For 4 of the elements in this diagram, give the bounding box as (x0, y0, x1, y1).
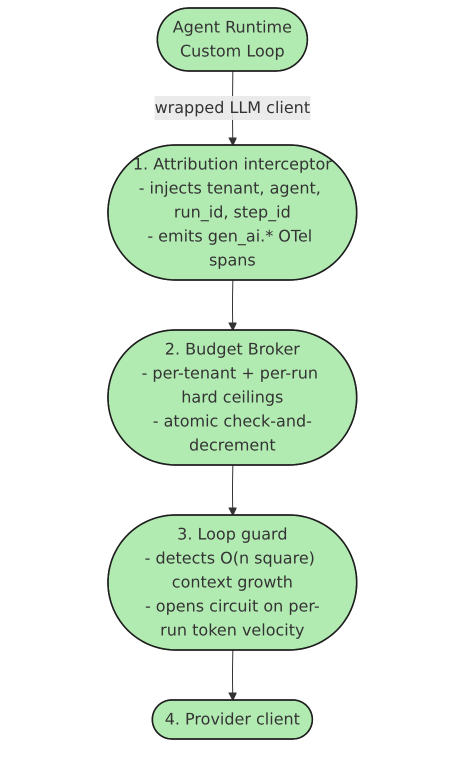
edge-label: wrapped LLM client (154, 98, 310, 117)
arrow (228, 280, 237, 331)
arrow (228, 650, 237, 701)
arrow (228, 464, 237, 516)
